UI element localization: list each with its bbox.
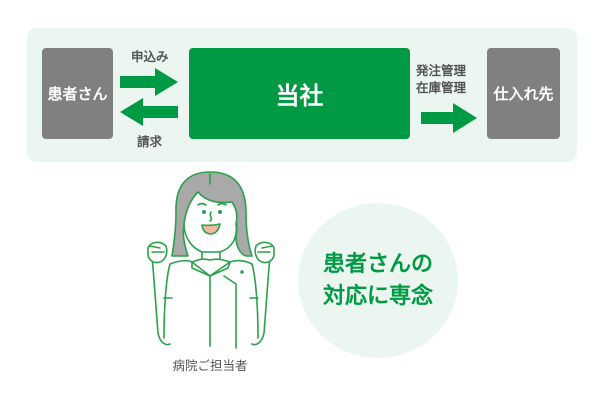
- patient-label: 患者さん: [47, 85, 108, 103]
- order-management-label: 発注管理: [416, 63, 467, 78]
- arrow-right-icon: [120, 68, 178, 96]
- inventory-management-label: 在庫管理: [416, 80, 467, 95]
- supplier-box: 仕入れ先: [487, 48, 560, 139]
- hospital-staff-caption: 病院ご担当者: [172, 358, 248, 373]
- company-box: 当社: [189, 48, 410, 139]
- focus-line-2: 対応に専念: [322, 283, 433, 309]
- patient-box: 患者さん: [42, 48, 113, 139]
- company-label: 当社: [275, 82, 324, 110]
- billing-label: 請求: [137, 134, 163, 149]
- hospital-staff-illustration: [147, 171, 275, 349]
- supplier-label: 仕入れ先: [493, 85, 554, 103]
- arrow-right-icon: [421, 103, 477, 133]
- application-label: 申込み: [131, 49, 169, 64]
- management-label: 発注管理 在庫管理: [416, 62, 466, 96]
- focus-line-1: 患者さんの: [322, 251, 433, 277]
- arrow-left-icon: [120, 98, 178, 126]
- focus-circle: 患者さんの 対応に専念: [298, 203, 458, 358]
- focus-message: 患者さんの 対応に専念: [323, 249, 433, 313]
